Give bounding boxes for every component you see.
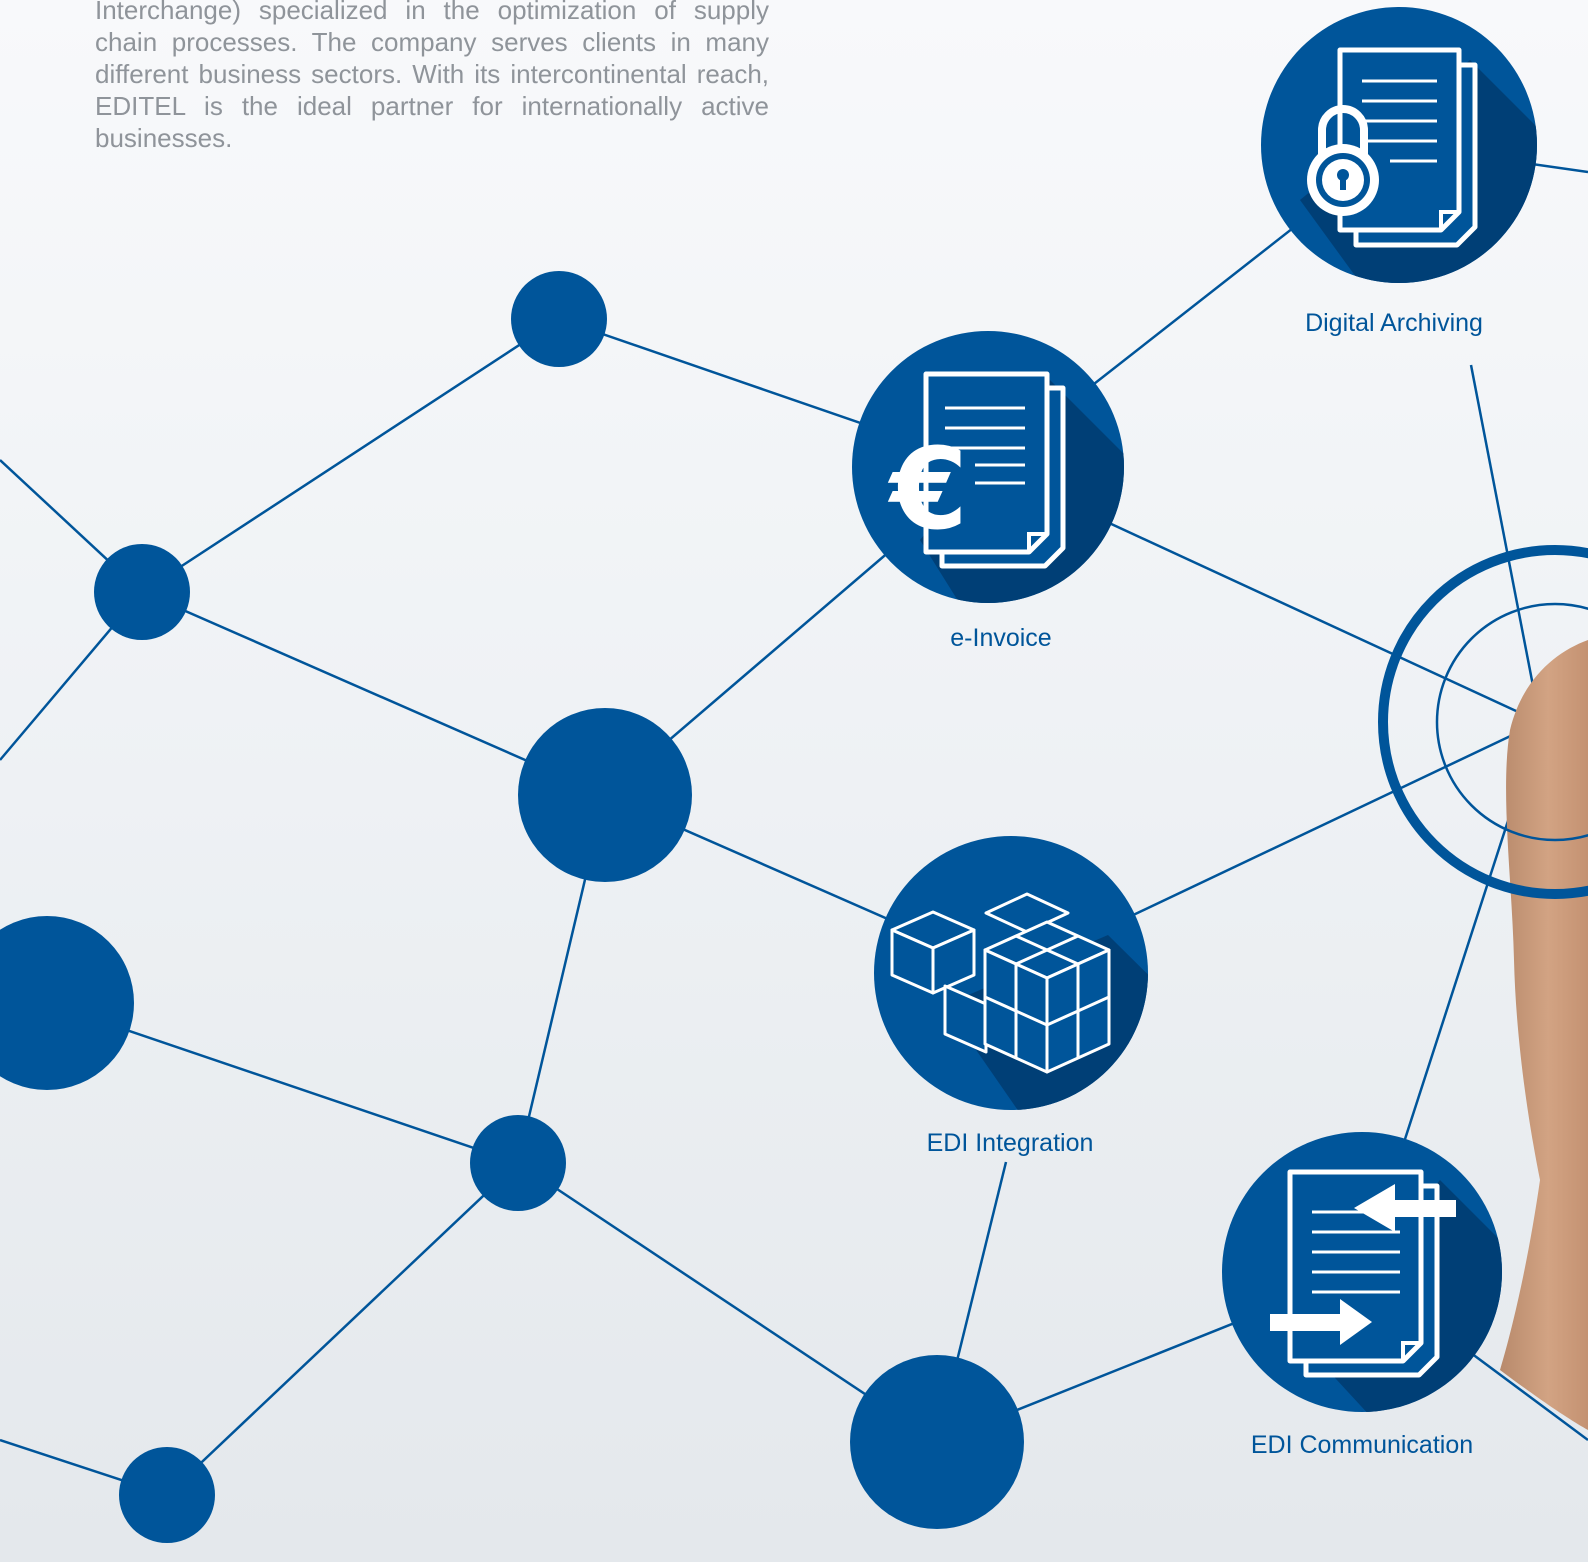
network-nodes bbox=[0, 271, 1024, 1543]
digital-archiving-label: Digital Archiving bbox=[1305, 309, 1483, 337]
pointing-finger bbox=[1500, 640, 1588, 1430]
edi-integration-label: EDI Integration bbox=[926, 1129, 1094, 1157]
node-dot bbox=[470, 1115, 566, 1211]
node-dot bbox=[119, 1447, 215, 1543]
target-ring bbox=[1378, 545, 1588, 899]
edi-communication-label: EDI Communication bbox=[1250, 1431, 1474, 1459]
locked-document-icon bbox=[1307, 47, 1478, 248]
edi-communication-node[interactable] bbox=[1222, 1132, 1588, 1470]
e-invoice-label: e-Invoice bbox=[950, 624, 1052, 652]
node-dot bbox=[850, 1355, 1024, 1529]
node-dot bbox=[94, 544, 190, 640]
digital-archiving-node[interactable] bbox=[1261, 7, 1588, 420]
node-dot bbox=[518, 708, 692, 882]
cubes-icon bbox=[890, 892, 1111, 1074]
e-invoice-node[interactable]: € bbox=[852, 331, 1260, 700]
euro-invoice-icon: € bbox=[887, 371, 1066, 569]
document-exchange-icon bbox=[1270, 1169, 1456, 1378]
svg-text:€: € bbox=[887, 425, 968, 555]
node-dot bbox=[511, 271, 607, 367]
node-dot bbox=[0, 916, 134, 1090]
intro-paragraph: Interchange) specialized in the optimiza… bbox=[95, 0, 769, 153]
